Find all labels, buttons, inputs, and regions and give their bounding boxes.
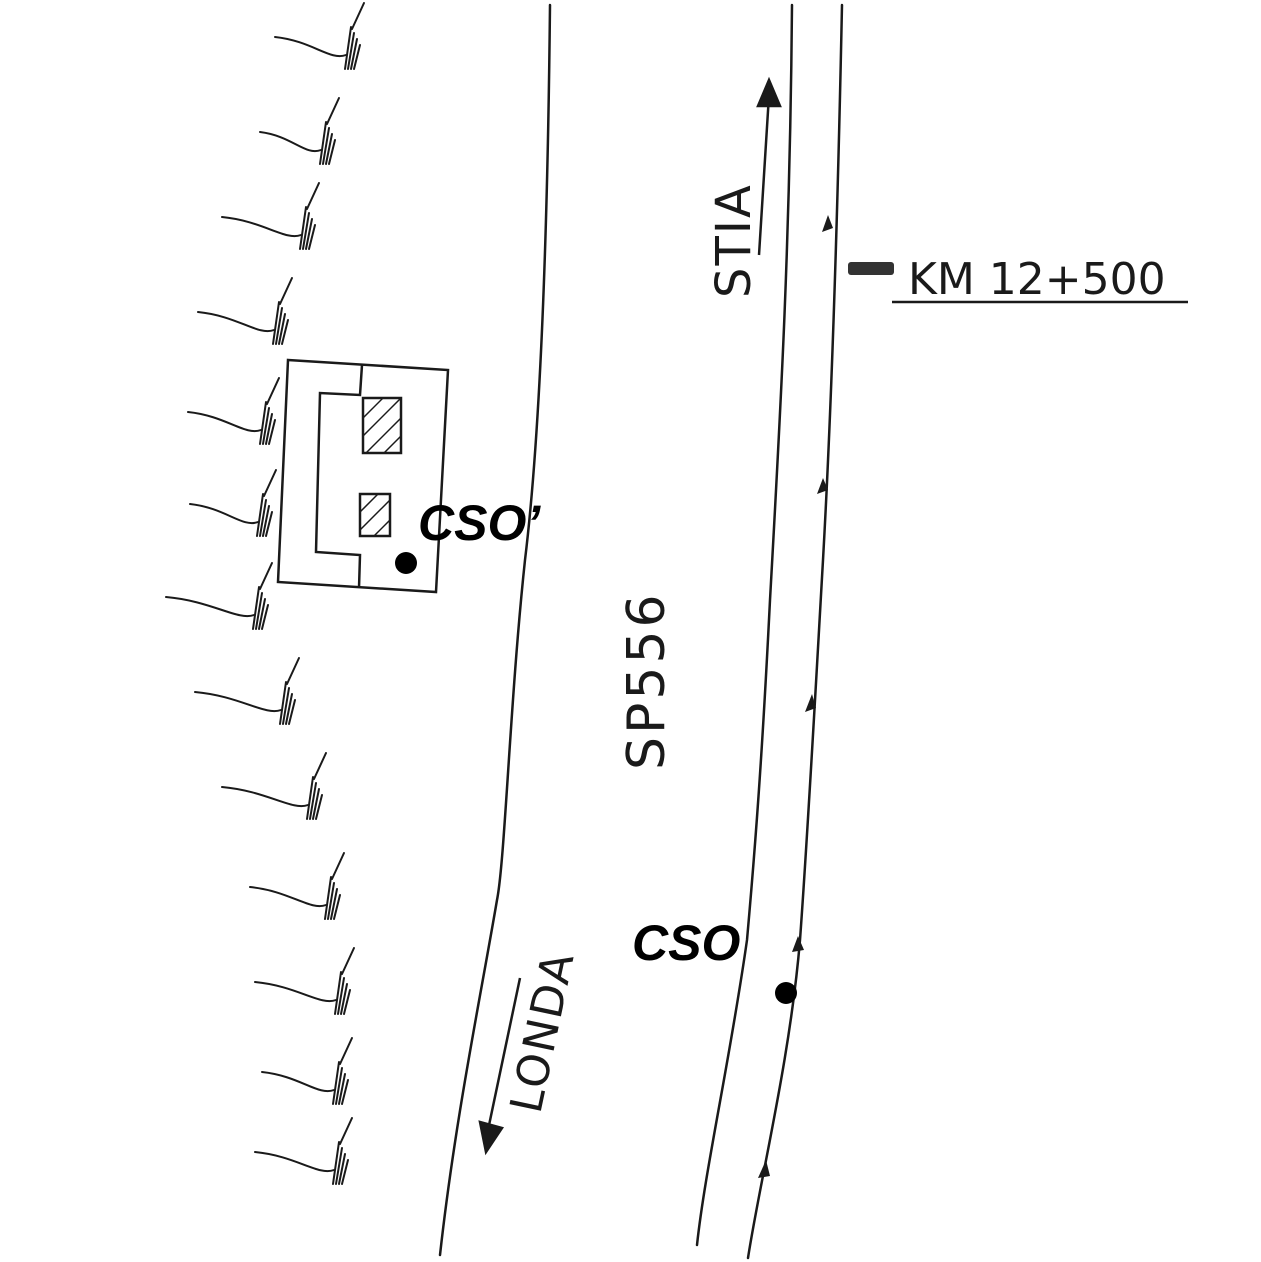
building-inner-wall: [314, 364, 364, 589]
grass-tuft-icon: [221, 752, 327, 820]
direction-north-label: STIA: [706, 183, 762, 298]
hatch-line: [362, 397, 384, 419]
verge-tick-4: [792, 936, 804, 952]
grass-tuft-icon: [254, 947, 355, 1015]
grass-tuft-icon: [259, 97, 340, 165]
direction-arrows: [478, 76, 782, 1156]
point-cso-dot: [775, 982, 797, 1004]
grass-tuft-icon: [194, 657, 300, 725]
road-edges: [438, 3, 844, 1260]
point-cso-prime-label: CSO’: [418, 495, 541, 551]
arrow-north-shaft: [757, 94, 771, 256]
point-cso-label: CSO: [632, 915, 740, 971]
grass-tuft-icon: [187, 377, 280, 445]
road-east-edge: [695, 3, 794, 1247]
grass-tuft-icon: [261, 1037, 353, 1105]
grass-tuft-icon: [197, 277, 293, 345]
direction-south-label: LONDA: [501, 947, 585, 1118]
verge-tick-2: [817, 478, 828, 494]
room-hatching: [359, 397, 402, 537]
road-west-edge: [438, 3, 552, 1257]
hatch-line: [383, 435, 402, 454]
verge-tick-5: [758, 1160, 770, 1178]
grass-tuft-icon: [254, 1117, 353, 1185]
arrow-icon: [478, 1120, 505, 1156]
building-plan-icon: [276, 358, 450, 594]
kilometer-label: KM 12+500: [908, 254, 1166, 305]
arrow-icon: [756, 76, 782, 108]
building-outline: [276, 358, 450, 594]
kilometer-marker: KM 12+500: [848, 254, 1188, 305]
building-room-1: [361, 396, 403, 455]
verge-ticks: [758, 215, 833, 1178]
grass-tuft-icon: [165, 562, 273, 630]
verge-line: [746, 3, 844, 1260]
grass-tuft-icon: [189, 469, 277, 537]
verge-tick-1: [822, 215, 833, 232]
kilometer-post-icon: [848, 262, 894, 275]
verge-tick-3: [805, 694, 816, 712]
arrow-south-shaft: [486, 977, 522, 1131]
hatch-line: [359, 493, 379, 513]
grass-tuft-icon: [221, 182, 320, 250]
grass-tuft-icon: [249, 852, 345, 920]
vegetation: [165, 2, 365, 1185]
hatch-line: [359, 499, 391, 531]
road-name-label: SP556: [617, 591, 677, 770]
grass-tuft-icon: [274, 2, 365, 70]
hatch-line: [365, 417, 402, 454]
hatch-line: [362, 397, 402, 437]
point-markers: CSO’ CSO: [395, 495, 797, 1004]
point-cso-prime-dot: [395, 552, 417, 574]
hatch-line: [373, 519, 391, 537]
